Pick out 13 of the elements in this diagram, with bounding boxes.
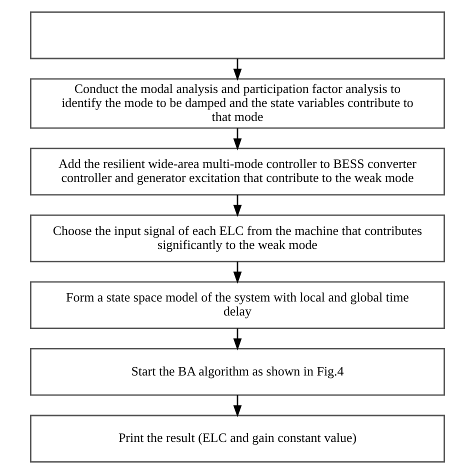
arrow: [232, 58, 242, 81]
node-box: Form a state space model of the system with local and global time delay: [30, 281, 444, 330]
arrow: [232, 194, 242, 217]
arrow: [232, 395, 242, 418]
node-box: Start the BA algorithm as shown in Fig.4: [30, 348, 444, 396]
node-box: Add the resilient wide-area multi-mode controller to BESS converter controller and generator excitation that contribute to the weak mode: [30, 148, 444, 196]
node-box: Choose the input signal of each ELC from the machine that contributes significantly to the weak mode: [30, 214, 444, 262]
arrow: [232, 262, 242, 284]
node-box: [30, 11, 444, 60]
arrow: [232, 328, 242, 350]
node-box: Print the result (ELC and gain constant value): [30, 414, 444, 463]
arrow: [232, 128, 242, 150]
node-box: Conduct the modal analysis and participation factor analysis to identify the mode to be damped and the state variables contribute to that mode: [30, 78, 444, 129]
